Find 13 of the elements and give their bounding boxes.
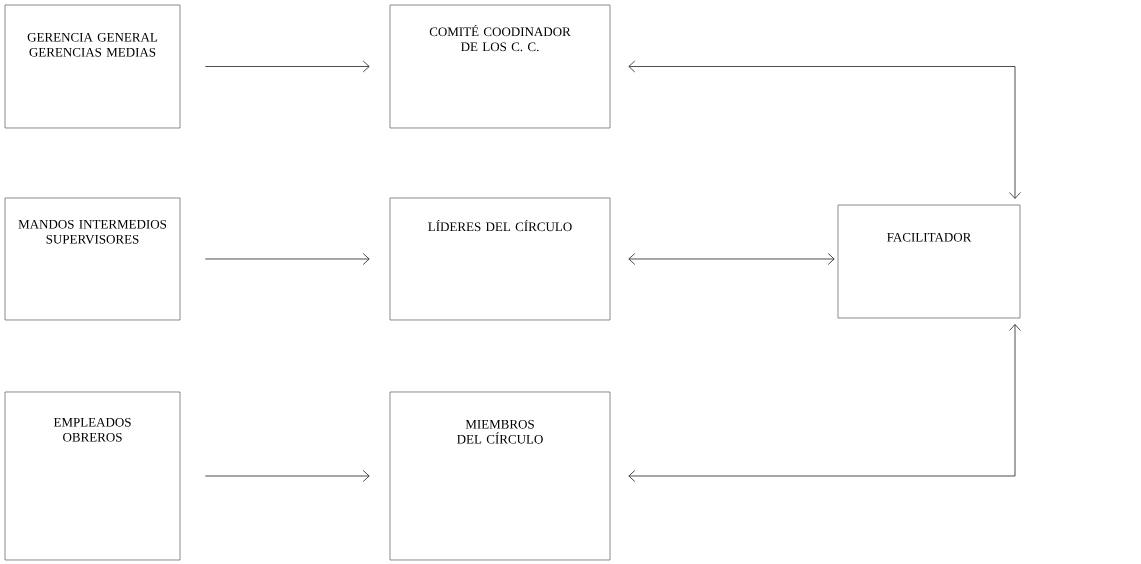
arrow bbox=[204, 470, 370, 482]
arrow bbox=[628, 324, 1021, 482]
process-box: FACILITADOR bbox=[837, 204, 1021, 319]
process-box: MANDOS INTERMEDIOS SUPERVISORES bbox=[4, 197, 181, 321]
arrow bbox=[204, 253, 370, 265]
process-box: EMPLEADOS OBREROS bbox=[4, 391, 181, 561]
process-box: LÍDERES DEL CÍRCULO bbox=[389, 197, 611, 321]
process-box: MIEMBROS DEL CÍRCULO bbox=[389, 391, 611, 561]
arrow bbox=[628, 60, 1021, 199]
process-box: COMITÉ COODINADOR DE LOS C. C. bbox=[389, 4, 611, 129]
arrow bbox=[204, 60, 370, 73]
process-box: GERENCIA GENERAL GERENCIAS MEDIAS bbox=[4, 4, 181, 129]
arrow bbox=[628, 253, 835, 265]
